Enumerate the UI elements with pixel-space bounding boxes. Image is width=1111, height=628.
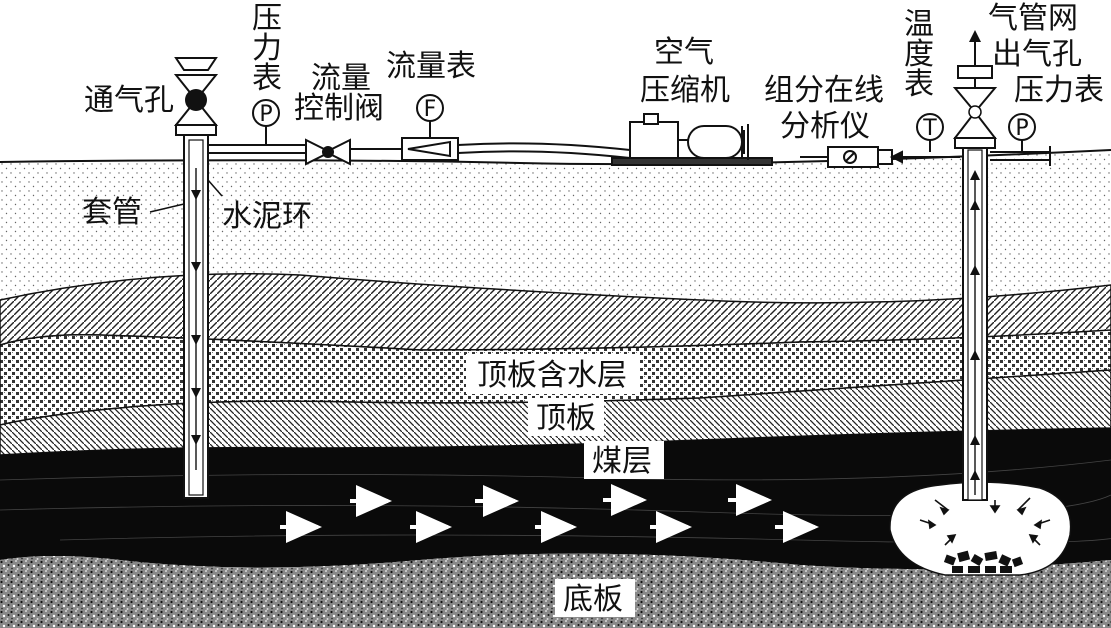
flow-meter-symbol: F — [424, 97, 437, 122]
roof-label: 顶板 — [536, 401, 596, 436]
gas-outlet-label-1: 气管网 — [988, 1, 1078, 36]
production-pipeline — [800, 113, 1051, 168]
thermometer-icon — [916, 113, 944, 141]
injection-pipeline — [207, 94, 631, 166]
thermometer-label-3: 表 — [904, 67, 934, 102]
pressure-gauge-left-icon — [252, 99, 280, 127]
injection-well — [183, 134, 209, 499]
vent-hole-label: 通气孔 — [84, 83, 174, 118]
soil-layer — [0, 150, 1111, 304]
pressure-gauge-left-symbol: P — [259, 102, 272, 127]
flow-control-valve-label-2: 控制阀 — [294, 91, 384, 126]
thermometer-label-2: 度 — [904, 37, 934, 72]
casing-label: 套管 — [82, 195, 142, 230]
casing-leader — [149, 203, 185, 213]
coal-seam-label: 煤层 — [592, 444, 652, 479]
vent-valve — [173, 57, 219, 136]
pressure-gauge-right-icon — [1008, 113, 1036, 141]
roof-label-bg — [528, 398, 604, 436]
floor-label: 底板 — [563, 582, 623, 617]
gas-out-arrow-icon — [969, 30, 981, 42]
outlet-valve — [952, 30, 998, 149]
pressure-gauge-left-label-3: 表 — [252, 61, 282, 96]
flow-meter-icon — [416, 94, 444, 122]
pressure-gauge-right-symbol: P — [1015, 116, 1028, 141]
gas-flow-arrows — [280, 484, 819, 543]
roof-aquifer-label: 顶板含水层 — [477, 358, 627, 393]
thermometer-symbol: T — [922, 116, 937, 141]
coal-seam-label-bg — [584, 441, 664, 479]
gasification-cavity — [889, 481, 1072, 576]
gas-outlet-label-2: 出气孔 — [992, 37, 1082, 72]
cavity-rubble — [943, 550, 1024, 573]
flow-meter-label: 流量表 — [386, 49, 476, 84]
air-compressor-label-2: 压缩机 — [640, 73, 730, 108]
floor-label-bg — [555, 579, 635, 617]
flow-control-valve-label-1: 流量 — [311, 61, 371, 96]
air-compressor-label-1: 空气 — [654, 35, 714, 70]
online-analyzer-label-1: 组分在线 — [764, 73, 884, 108]
online-analyzer-label-2: 分析仪 — [780, 109, 870, 144]
production-well — [962, 144, 988, 501]
thermometer-label-1: 温 — [904, 7, 934, 42]
roof-aquifer-label-bg — [466, 354, 640, 394]
pressure-gauge-left-label-1: 压 — [252, 1, 282, 36]
air-compressor — [611, 113, 773, 166]
pressure-gauge-left-label-2: 力 — [252, 31, 282, 66]
cement-ring-leader — [207, 179, 223, 197]
coal-seam-layer — [0, 428, 1111, 569]
cement-ring-label: 水泥环 — [222, 199, 312, 234]
pressure-gauge-right-label: 压力表 — [1014, 73, 1104, 108]
cavity-flow-arrows — [919, 497, 1051, 546]
